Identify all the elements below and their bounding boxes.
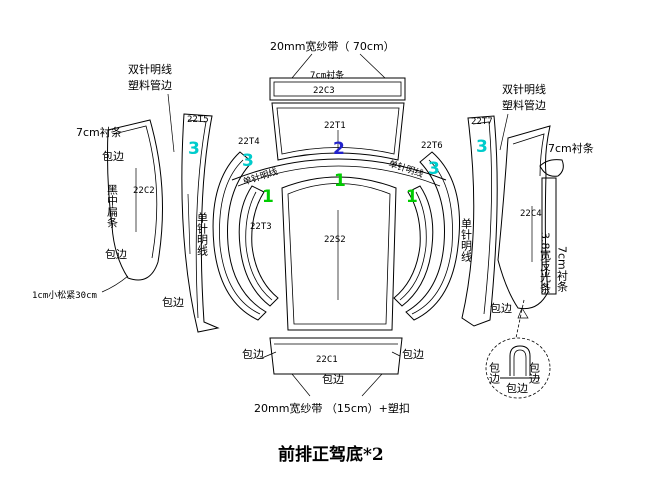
piece-22c4	[497, 125, 551, 310]
code-22t4: 22T4	[238, 137, 260, 147]
top-tape-leader-right	[359, 53, 386, 79]
right-strip-tab	[539, 159, 564, 177]
detail-wrap-right: 包边	[528, 362, 541, 384]
detail-wrap-left: 包边	[488, 362, 501, 384]
left-double-needle-leader	[167, 93, 175, 153]
detail-leader-arrow	[517, 307, 529, 319]
diagram-title: 前排正驾底*2	[278, 444, 384, 465]
piece-22s2	[281, 176, 397, 331]
left-loose-label: 1cm小松紧30cm	[32, 289, 97, 301]
piece-22t6	[405, 151, 461, 321]
right-strip-label: 7cm衬条	[548, 141, 594, 155]
code-22s2: 22S2	[324, 235, 346, 245]
bottom-tape-label: 20mm宽纱带 （15cm）+塑扣	[254, 401, 410, 415]
right-double-needle: 双针明线	[502, 82, 546, 96]
right-strip-vertical: 7cm衬条	[556, 246, 569, 292]
left-wrap-mid: 包边	[105, 248, 127, 261]
detail-circle	[485, 337, 551, 399]
piece-22c3	[269, 77, 406, 101]
right-double-needle-leader	[499, 113, 509, 151]
marker-3-right-outer: 3	[476, 137, 488, 157]
code-22c3: 22C3	[313, 86, 335, 96]
top-tape-label: 20mm宽纱带（ 70cm）	[270, 39, 395, 53]
marker-1-right: 1	[406, 187, 418, 207]
left-double-needle: 双针明线	[128, 62, 172, 76]
wrap-bottom-right-leader	[391, 351, 401, 357]
piece-22c1	[269, 337, 403, 375]
left-wrap-bottom: 包边	[162, 296, 184, 309]
wrap-bottom-left-leader	[261, 351, 277, 359]
marker-1-left: 1	[262, 187, 274, 207]
piece-22t1	[271, 102, 405, 161]
bottom-tape-leader-left	[291, 373, 311, 397]
detail-leader	[515, 299, 525, 339]
marker-3-left-outer: 3	[188, 139, 200, 159]
wrap-bottom-left: 包边	[242, 348, 264, 361]
single-needle-right: 单针明线	[387, 157, 425, 180]
piece-22t3	[238, 185, 279, 307]
piece-22t5	[181, 113, 220, 333]
right-wrap-bottom: 包边	[490, 302, 512, 315]
code-22t6: 22T6	[421, 141, 443, 151]
marker-3-right-inner: 3	[428, 159, 440, 179]
left-plastic-edge: 塑料管边	[128, 78, 172, 92]
code-22t7: 22T7	[471, 117, 493, 127]
piece-22t7	[461, 115, 498, 327]
reflective-strip	[541, 177, 557, 295]
right-reflect-text: 3.8宽反光条	[539, 232, 552, 294]
wrap-bottom-center: 包边	[322, 373, 344, 386]
detail-wrap-bottom: 包边	[506, 382, 528, 395]
seam-band-inner	[237, 165, 441, 187]
left-wrap-top: 包边	[102, 150, 124, 163]
left-strip-label: 7cm衬条	[76, 125, 122, 139]
code-22c2: 22C2	[133, 186, 155, 196]
marker-2: 2	[333, 139, 345, 159]
left-single-needle: 单针明线	[196, 212, 209, 256]
code-22c1: 22C1	[316, 355, 338, 365]
marker-1-center: 1	[334, 171, 346, 191]
piece-22t6-inner	[393, 185, 434, 307]
left-loose-leader	[101, 275, 129, 293]
code-22t3: 22T3	[250, 222, 272, 232]
code-22t5: 22T5	[187, 115, 209, 125]
top-strip-label: 7cm衬条	[310, 69, 344, 81]
left-gather-text: 黑中扁条	[106, 184, 119, 228]
code-22t1: 22T1	[324, 121, 346, 131]
wrap-bottom-right: 包边	[402, 348, 424, 361]
piece-22c2	[107, 119, 163, 281]
top-tape-leader-left	[291, 53, 313, 79]
seam-band-outer	[231, 158, 447, 181]
bottom-tape-leader-right	[361, 373, 383, 397]
marker-3-left-inner: 3	[242, 151, 254, 171]
right-single-needle: 单针明线	[460, 218, 473, 262]
piece-22t4	[212, 151, 267, 321]
code-22c4: 22C4	[520, 209, 542, 219]
right-plastic-edge: 塑料管边	[502, 98, 546, 112]
